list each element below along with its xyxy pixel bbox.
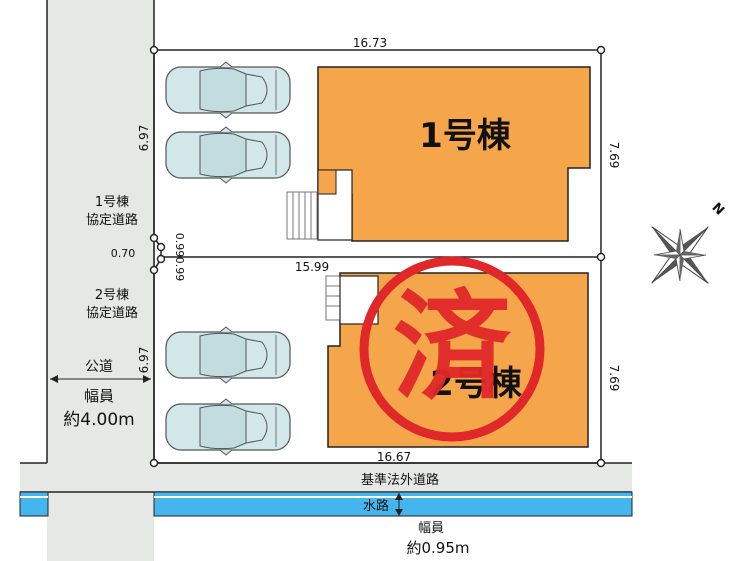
corner-marker (156, 242, 166, 252)
corner-marker (596, 252, 606, 262)
corner-marker (149, 233, 159, 243)
agreement-road-2-line1: 2号棟 (95, 288, 129, 303)
sold-stamp: 済 (359, 256, 545, 442)
corner-marker (156, 254, 166, 264)
corner-marker (149, 45, 159, 55)
building-2-label: 2号棟 (430, 364, 523, 404)
dim-bottom: 16.67 (377, 450, 411, 464)
dim-right-2: 7.69 (607, 365, 621, 392)
non-statutory-road-label: 基準法外道路 (361, 472, 439, 488)
building-1-label: 1号棟 (419, 116, 512, 156)
dim-top: 16.73 (353, 36, 387, 50)
waterway-width-value: 約0.95m (406, 539, 469, 557)
compass-north-label: N (708, 200, 726, 218)
compass-rose-icon (651, 226, 709, 284)
steps-1 (286, 191, 318, 240)
dim-left-2: 6.97 (137, 347, 151, 374)
public-road-width-label: 幅員 (84, 387, 114, 405)
dim-corner-070: 0.70 (111, 247, 136, 260)
waterway-width-label: 幅員 (418, 521, 444, 536)
waterway-label: 水路 (363, 498, 389, 514)
waterway-channel (153, 491, 633, 517)
public-road-width-value: 約4.00m (63, 410, 134, 430)
dim-divider: 15.99 (295, 260, 329, 274)
dim-right-1: 7.69 (607, 142, 621, 169)
car-icon (165, 326, 291, 384)
non-statutory-road (20, 463, 632, 492)
dim-corner-b: 0.99 (173, 257, 186, 282)
car-icon (165, 398, 291, 456)
agreement-road-1-line1: 1号棟 (95, 195, 129, 210)
sold-stamp-text: 済 (393, 278, 512, 416)
public-road-label: 公道 (85, 359, 113, 375)
waterway (19, 491, 49, 517)
dim-left-1: 6.97 (137, 125, 151, 152)
corner-marker (596, 45, 606, 55)
corner-marker (149, 265, 159, 275)
car-icon (165, 61, 291, 119)
dim-corner-a: 0.99 (173, 233, 186, 258)
corner-marker (596, 458, 606, 468)
agreement-road-2-line2: 協定道路 (86, 305, 138, 321)
car-icon (165, 126, 291, 184)
corner-marker (149, 458, 159, 468)
agreement-road-1-line2: 協定道路 (86, 212, 138, 228)
